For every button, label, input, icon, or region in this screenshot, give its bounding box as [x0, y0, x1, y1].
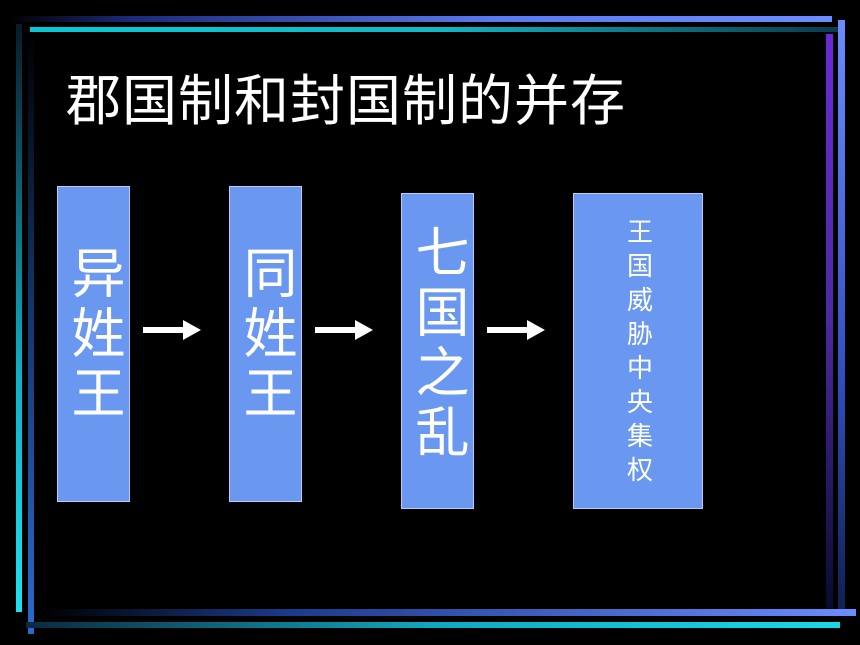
- decorative-bar-top-secondary: [30, 27, 840, 32]
- decorative-bar-bottom-secondary: [26, 622, 840, 628]
- decorative-bar-right-secondary: [838, 20, 845, 610]
- decorative-bar-left: [16, 24, 22, 612]
- flow-box-1: 异姓王: [57, 186, 130, 502]
- decorative-bar-top: [8, 16, 832, 22]
- slide-title: 郡国制和封国制的并存: [66, 69, 627, 133]
- arrow-right-icon: [315, 320, 373, 340]
- flow-box-4-label: 王国威胁中央集权: [622, 218, 653, 490]
- decorative-bar-bottom: [40, 609, 856, 616]
- flow-box-2-label: 同姓王: [234, 245, 297, 425]
- decorative-bar-right: [826, 34, 833, 608]
- flow-box-3: 七国之乱: [401, 193, 474, 509]
- flow-box-2: 同姓王: [229, 186, 302, 502]
- arrow-right-icon: [143, 320, 201, 340]
- flow-box-4: 王国威胁中央集权: [573, 193, 703, 509]
- decorative-bar-left-secondary: [28, 34, 34, 634]
- flow-box-1-label: 异姓王: [62, 245, 125, 425]
- flow-box-3-label: 七国之乱: [406, 224, 469, 464]
- arrow-right-icon: [487, 320, 545, 340]
